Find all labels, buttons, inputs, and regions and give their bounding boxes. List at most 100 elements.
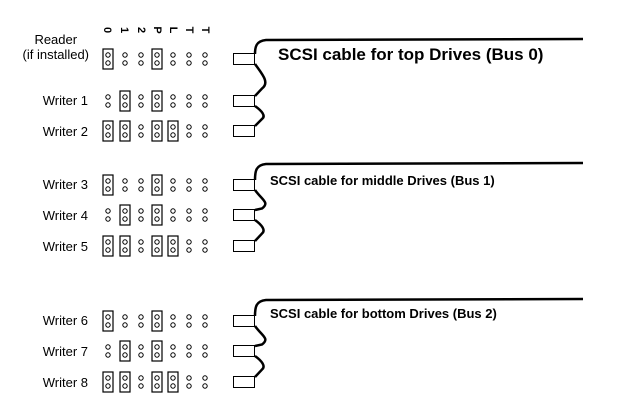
jumper-cap — [119, 120, 131, 142]
jumper-pin — [138, 60, 144, 66]
jumper-cap — [102, 174, 114, 196]
jumper-pin — [122, 322, 128, 328]
jumper-cap — [151, 340, 163, 362]
cable-label-bus-2: SCSI cable for bottom Drives (Bus 2) — [270, 306, 497, 321]
jumper-pin — [105, 344, 111, 350]
jumper-pin — [154, 344, 160, 350]
jumper-pin — [202, 124, 208, 130]
scsi-cable-segment — [253, 325, 267, 348]
jumper-pin — [105, 178, 111, 184]
jumper-pin — [154, 208, 160, 214]
jumper-pin — [105, 102, 111, 108]
jumper-pin — [202, 383, 208, 389]
jumper-pin — [138, 208, 144, 214]
jumper-pin — [202, 216, 208, 222]
jumper-cap — [151, 120, 163, 142]
jumper-pin — [122, 186, 128, 192]
reader-label: Reader — [34, 32, 78, 47]
jumper-cap — [151, 204, 163, 226]
jumper-pin — [202, 247, 208, 253]
jumper-pin — [105, 216, 111, 222]
jumper-pin — [122, 344, 128, 350]
jumper-pin — [154, 322, 160, 328]
jumper-pin — [170, 344, 176, 350]
jumper-cap — [102, 235, 114, 257]
row-label-writer-7: Writer 7 — [42, 344, 88, 359]
jumper-pin — [105, 208, 111, 214]
jumper-pin — [105, 52, 111, 58]
jumper-pin — [138, 375, 144, 381]
jumper-pin — [202, 352, 208, 358]
jumper-pin — [138, 344, 144, 350]
row-label-writer-2: Writer 2 — [42, 124, 88, 139]
jumper-pin — [186, 352, 192, 358]
jumper-pin — [186, 239, 192, 245]
jumper-pin — [138, 178, 144, 184]
jumper-pin — [170, 247, 176, 253]
jumper-pin — [105, 132, 111, 138]
jumper-pin — [202, 186, 208, 192]
jumper-pin — [154, 352, 160, 358]
scsi-connector — [233, 125, 255, 137]
jumper-pin — [122, 314, 128, 320]
jumper-pin — [105, 375, 111, 381]
jumper-pin — [138, 239, 144, 245]
jumper-cap — [151, 310, 163, 332]
scsi-connector — [233, 179, 255, 191]
scsi-cable-segment — [253, 189, 267, 212]
jumper-pin — [138, 383, 144, 389]
jumper-pin — [154, 60, 160, 66]
jumper-pin — [186, 178, 192, 184]
jumper-pin — [154, 247, 160, 253]
jumper-pin — [105, 314, 111, 320]
row-label-writer-8: Writer 8 — [42, 375, 88, 390]
jumper-pin — [105, 352, 111, 358]
cable-label-bus-0: SCSI cable for top Drives (Bus 0) — [278, 45, 544, 64]
jumper-pin — [186, 383, 192, 389]
jumper-cap — [151, 48, 163, 70]
jumper-cap — [151, 371, 163, 393]
jumper-pin — [186, 314, 192, 320]
jumper-pin — [122, 178, 128, 184]
jumper-pin — [202, 60, 208, 66]
jumper-pin — [105, 247, 111, 253]
jumper-pin — [186, 216, 192, 222]
jumper-pin — [122, 352, 128, 358]
jumper-pin — [186, 52, 192, 58]
jumper-pin — [122, 102, 128, 108]
jumper-pin — [105, 322, 111, 328]
jumper-cap — [119, 204, 131, 226]
scsi-connector — [233, 345, 255, 357]
jumper-pin — [170, 186, 176, 192]
jumper-pin — [154, 178, 160, 184]
jumper-pin — [202, 322, 208, 328]
jumper-pin — [170, 216, 176, 222]
jumper-pin — [105, 60, 111, 66]
jumper-pin — [170, 352, 176, 358]
row-label-reader: Reader (if installed) — [23, 32, 89, 62]
jumper-pin — [202, 52, 208, 58]
row-label-writer-3: Writer 3 — [42, 177, 88, 192]
jumper-pin — [186, 132, 192, 138]
scsi-cable — [253, 297, 584, 317]
jumper-pin — [186, 344, 192, 350]
jumper-pin — [105, 94, 111, 100]
jumper-pin — [138, 186, 144, 192]
jumper-pin — [122, 208, 128, 214]
jumper-pin — [170, 52, 176, 58]
jumper-cap — [119, 235, 131, 257]
jumper-pin — [154, 314, 160, 320]
scsi-cable — [253, 161, 584, 181]
jumper-pin — [170, 102, 176, 108]
jumper-pin — [105, 383, 111, 389]
jumper-pin — [154, 239, 160, 245]
jumper-pin — [138, 352, 144, 358]
jumper-pin — [122, 132, 128, 138]
jumper-pin — [154, 94, 160, 100]
jumper-pin — [154, 383, 160, 389]
jumper-cap — [151, 174, 163, 196]
jumper-pin — [122, 383, 128, 389]
jumper-pin — [202, 314, 208, 320]
